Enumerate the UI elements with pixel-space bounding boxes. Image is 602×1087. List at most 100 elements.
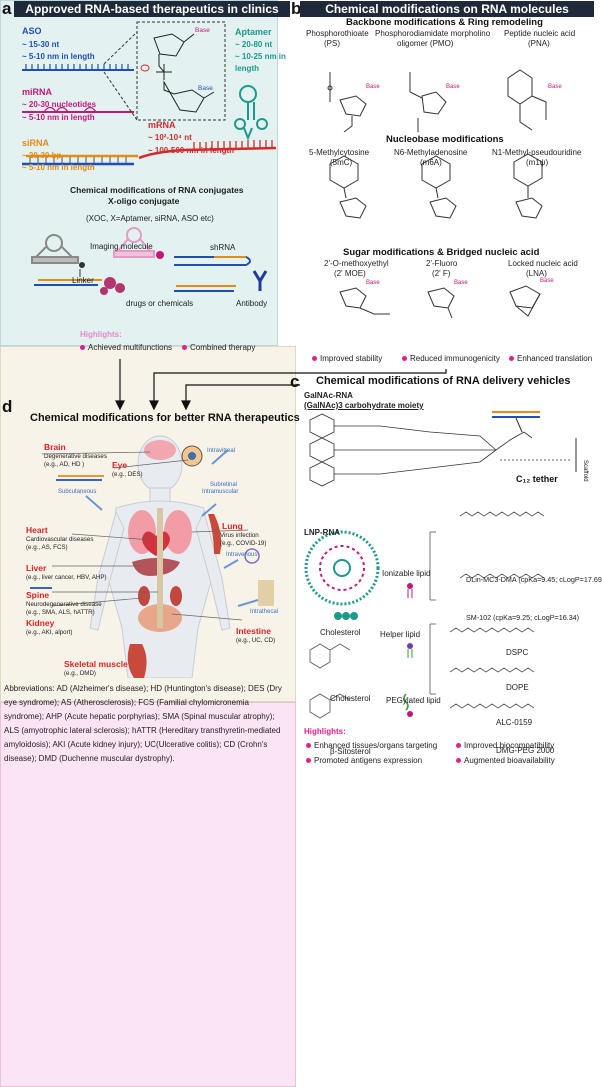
mirna-len: ~ 20-30 nucleotides xyxy=(22,100,97,109)
cholesterol-icon xyxy=(334,612,358,620)
linker-label: Linker xyxy=(72,276,94,285)
kidney-label: Kidney xyxy=(26,618,55,628)
galnac-sirna xyxy=(492,411,540,418)
ps-structure xyxy=(327,72,367,133)
lung-label: Lung xyxy=(222,521,243,531)
ps-abbr: (PS) xyxy=(324,39,340,48)
panel-b-structures: Base Base Base Base Base Base xyxy=(327,69,562,319)
fluoro-label: 2'-Fluoro xyxy=(426,259,458,268)
pna-structure xyxy=(507,69,547,131)
ps-label: Phosphorothioate xyxy=(306,29,369,38)
dlin-label: DLin-MC3-DMA (cpKa=9.45; cLogP=17.69) xyxy=(466,575,602,584)
mirna-strand xyxy=(22,106,134,114)
aso-name: ASO xyxy=(22,26,42,36)
m5c-label: 5-Methylcytosine xyxy=(309,148,370,157)
spine-organ xyxy=(157,508,163,628)
spine-detail xyxy=(258,580,274,606)
pmo-label: Phosphorodiamidate morpholino xyxy=(375,29,491,38)
intravitreal-label: Intravitreal xyxy=(207,448,236,454)
organ-leader-lines xyxy=(41,451,249,621)
a-highlight-2: Combined therapy xyxy=(182,343,255,353)
highlight-bullet xyxy=(80,345,85,351)
panel-a-letter: a xyxy=(2,0,12,18)
m5c-structure xyxy=(329,155,367,219)
aptamer-len: ~ 20-80 nt xyxy=(235,40,273,49)
cholesterol2-label: Cholesterol xyxy=(330,694,371,703)
sitosterol-label: β-Sitosterol xyxy=(330,747,371,756)
mrna-size: ~ 100-500 nm in length xyxy=(148,146,235,155)
fluoro-base-label: Base xyxy=(454,280,468,286)
fluoro-abbr: (2' F) xyxy=(432,269,451,278)
lna-label: Locked nucleic acid xyxy=(508,259,578,268)
pmo-base-label: Base xyxy=(446,84,460,90)
c-highlight-1-text: Enhanced tissues/organs targeting xyxy=(314,741,438,750)
m1psi-abbr: (m1ψ) xyxy=(526,158,549,167)
antibody-shape xyxy=(252,270,268,291)
drugs-label: drugs or chemicals xyxy=(126,299,194,308)
lnp-title: LNP-RNA xyxy=(304,528,340,537)
m5c-abbr: (5mC) xyxy=(330,158,353,167)
peg-lipid-icon xyxy=(403,693,413,717)
connector-arrows xyxy=(115,359,447,411)
abbreviations-text: Abbreviations: AD (Alzheimer's disease);… xyxy=(4,684,282,763)
mirna-size: ~ 5-10 nm in length xyxy=(22,113,95,122)
pmo-label-2: oligomer (PMO) xyxy=(397,39,454,48)
dmg-label: DMG-PEG 2000 xyxy=(496,746,555,755)
sirna-name: siRNA xyxy=(22,138,50,148)
highlight-bullet xyxy=(312,356,317,362)
sugar-heading: Sugar modifications & Bridged nucleic ac… xyxy=(343,247,540,258)
panel-a xyxy=(0,0,278,346)
antibody-label: Antibody xyxy=(236,299,268,308)
b-highlight-2: Reduced immunogenicity xyxy=(402,354,500,364)
alc-label: ALC-0159 xyxy=(496,718,533,727)
m6a-abbr: (m6A) xyxy=(420,158,442,167)
base-label-2: Base xyxy=(198,85,213,92)
scaffold-label: Scaffold xyxy=(582,460,588,482)
c-highlight-2-text: Improved biocompatibility xyxy=(464,741,555,750)
c-highlight-1: Enhanced tissues/organs targeting xyxy=(306,741,437,751)
b-highlight-2-text: Reduced immunogenicity xyxy=(410,354,500,363)
skeletal-label: Skeletal muscle xyxy=(64,659,128,669)
a-highlights-title: Highlights: xyxy=(80,330,122,339)
highlight-bullet xyxy=(182,345,187,351)
mrna-strand xyxy=(138,140,277,160)
highlight-bullet xyxy=(306,743,311,749)
lna-abbr: (LNA) xyxy=(526,269,547,278)
b-highlight-3: Enhanced translation xyxy=(509,354,592,364)
mrna-len: ~ 10²-10⁴ nt xyxy=(148,133,192,142)
galnac-structure xyxy=(309,413,570,487)
c-highlight-2: Improved biocompatibility xyxy=(456,741,554,751)
shrna-hairpin xyxy=(174,256,251,266)
intrathecal-label: Intrathecal xyxy=(250,609,279,615)
aso-len: ~ 15-30 nt xyxy=(22,40,60,49)
conj-note: (XOC, X=Aptamer, siRNA, ASO etc) xyxy=(86,214,214,223)
sm102-label: SM-102 (cpKa=9.25; cLogP=16.34) xyxy=(466,613,580,622)
nucleobase-heading: Nucleobase modifications xyxy=(386,134,504,145)
sirna-len: ~ 20-30 bp xyxy=(22,151,62,160)
lipid-tails xyxy=(309,511,545,719)
highlight-bullet xyxy=(306,758,311,764)
antibody-strand xyxy=(174,285,236,292)
sirna-strand xyxy=(22,154,138,166)
drug-blob xyxy=(100,277,125,295)
pna-abbr: (PNA) xyxy=(528,39,550,48)
b-highlight-1: Improved stability xyxy=(312,354,382,364)
aptamer-name: Aptamer xyxy=(235,27,272,37)
pmo-structure xyxy=(409,72,447,132)
moe-structure xyxy=(339,287,390,315)
lung-desc-1: Virus infection xyxy=(220,532,259,539)
conjugate-diagram xyxy=(31,227,268,295)
spine-desc-1: Neurodegenerative disease xyxy=(26,601,102,608)
panel-c-structures: C₁₂ tether Scaffold xyxy=(304,411,588,719)
helper-label: Helper lipid xyxy=(380,630,421,639)
mrna-name: mRNA xyxy=(148,120,176,130)
moe-label: 2'-O-methoxyethyl xyxy=(324,259,389,268)
aso-size: ~ 5-10 nm in length xyxy=(22,52,95,61)
panel-c-title: Chemical modifications of RNA delivery v… xyxy=(316,375,571,387)
panel-c-letter: c xyxy=(290,372,300,391)
panel-b-letter: b xyxy=(291,0,302,18)
brain-desc-2: (e.g., AD, HD ) xyxy=(44,461,85,468)
brain-organ xyxy=(144,440,176,460)
eye-label: Eye xyxy=(112,460,128,470)
ionizable-label: Ionizable lipid xyxy=(382,569,431,578)
